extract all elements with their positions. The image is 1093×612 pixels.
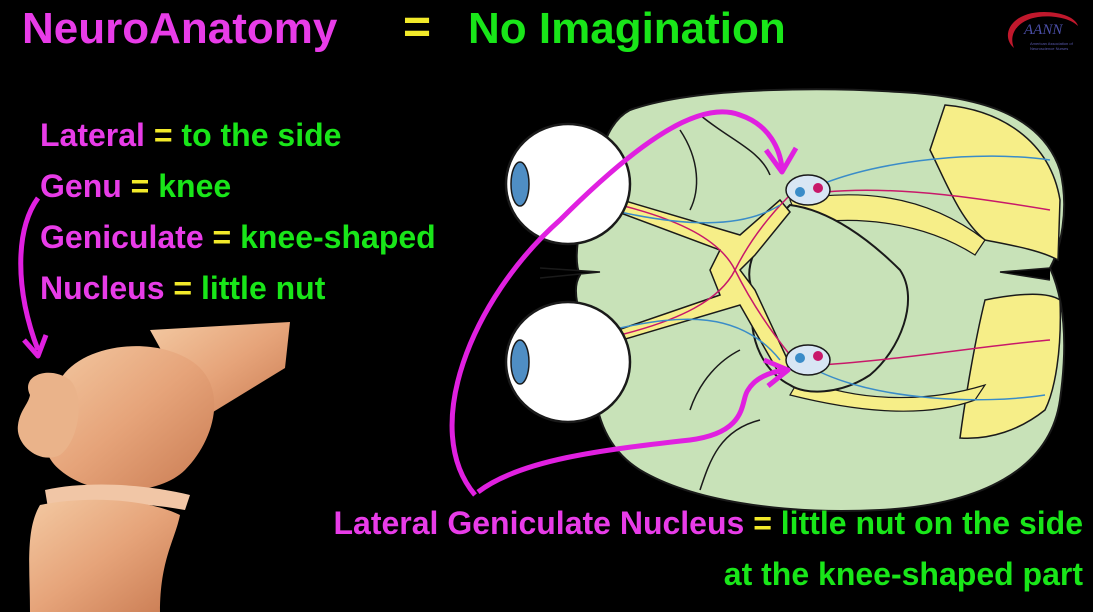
definition-genu: Genu = knee [40,168,231,205]
lgn-lower [785,344,831,376]
def-term: Nucleus [40,270,165,306]
lgn-upper [785,174,831,206]
conclusion-term: Lateral Geniculate Nucleus [333,505,745,541]
conclusion-line-2: at the knee-shaped part [723,556,1083,592]
def-meaning: knee-shaped [240,219,436,255]
conclusion-line-1: Lateral Geniculate Nucleus = little nut … [334,505,1084,542]
logo-text: AANN [1024,22,1063,38]
def-term: Geniculate [40,219,204,255]
def-term: Lateral [40,117,154,153]
def-equals: = [153,117,182,153]
eyeball-icon [504,122,632,246]
title-equals: = [403,1,432,54]
title-neuroanatomy: NeuroAnatomy [22,4,338,53]
eyeball-icon [504,300,632,424]
definition-nucleus: Nucleus = little nut [40,270,325,307]
definition-geniculate: Geniculate = knee-shaped [40,219,436,256]
def-equals: = [121,168,159,204]
def-meaning: knee [158,168,232,204]
def-meaning: little nut [200,270,326,306]
def-equals: = [203,219,241,255]
conclusion-equals: = [744,505,781,541]
aann-logo: AANN American Association of Neuroscienc… [1000,8,1082,58]
def-equals: = [164,270,201,306]
arrow-to-upper-lgn [449,109,785,497]
arrow-to-lower-lgn [476,367,786,494]
definition-lateral: Lateral = to the side [40,117,341,154]
conclusion-meaning-1: little nut on the side [780,505,1083,541]
def-meaning: to the side [181,117,342,153]
def-term: Genu [40,168,122,204]
title-no-imagination: No Imagination [468,4,786,53]
arrow-genu-to-knee [18,196,41,351]
logo-subtitle: American Association of Neuroscience Nur… [1030,41,1073,51]
